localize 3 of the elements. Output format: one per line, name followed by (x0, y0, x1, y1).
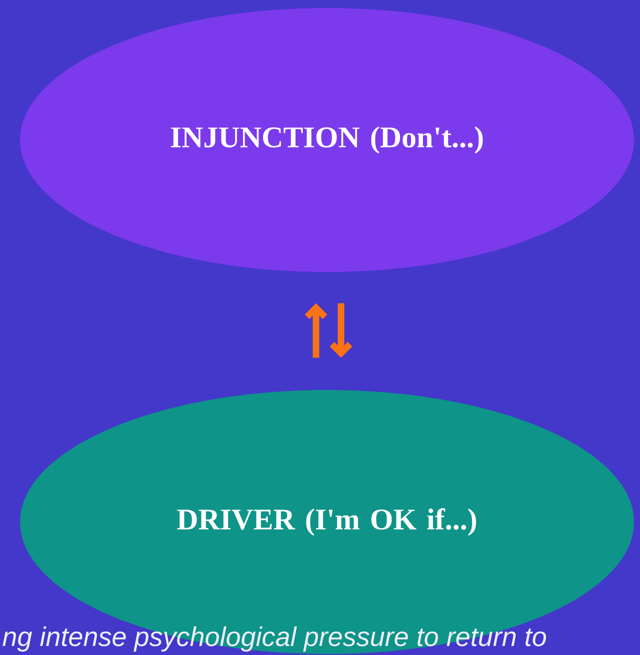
caption-text: ng intense psychological pressure to return to (2, 626, 546, 652)
arrow (304, 303, 328, 358)
arrow (330, 303, 352, 358)
